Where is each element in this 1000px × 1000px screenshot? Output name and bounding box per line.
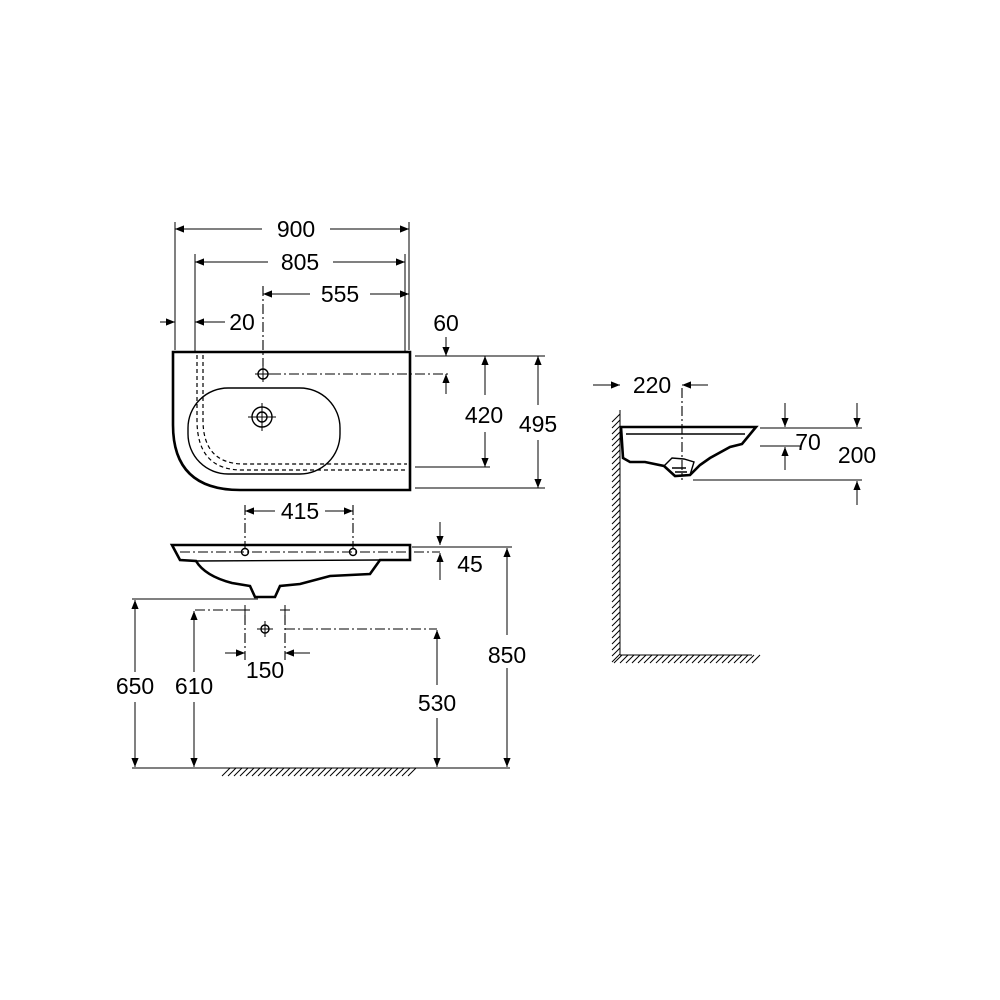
dim-415-label: 415 bbox=[281, 498, 319, 524]
dim-900-label: 900 bbox=[277, 216, 315, 242]
front-basin-outline bbox=[169, 543, 412, 599]
waste-markers bbox=[240, 605, 290, 637]
dim-200-label: 200 bbox=[838, 442, 876, 468]
dim-420-label: 420 bbox=[465, 402, 503, 428]
dim-610-label: 610 bbox=[175, 673, 213, 699]
dim-805-label: 805 bbox=[281, 249, 319, 275]
dim-60-label: 60 bbox=[433, 310, 459, 336]
dim-650-label: 650 bbox=[116, 673, 154, 699]
plan-outline bbox=[171, 350, 412, 492]
wall-hatch bbox=[611, 413, 621, 663]
side-waste bbox=[663, 457, 695, 476]
plan-inner-rim-dashed-2 bbox=[202, 355, 407, 465]
front-view: 415 45 150 650 bbox=[116, 498, 526, 777]
side-floor-hatch bbox=[613, 654, 761, 664]
dim-555-label: 555 bbox=[321, 281, 359, 307]
dim-45-label: 45 bbox=[457, 551, 483, 577]
dim-150-label: 150 bbox=[246, 657, 284, 683]
plan-bowl bbox=[187, 387, 341, 475]
dim-495-label: 495 bbox=[519, 411, 557, 437]
front-bowl-line bbox=[195, 559, 381, 562]
plan-view: 900 805 555 20 60 420 495 bbox=[160, 216, 557, 492]
dim-70-label: 70 bbox=[795, 429, 821, 455]
dim-530-label: 530 bbox=[418, 690, 456, 716]
side-view: 220 70 200 bbox=[593, 372, 876, 664]
floor-hatch bbox=[221, 767, 417, 777]
dim-220-label: 220 bbox=[633, 372, 671, 398]
plan-inner-rim-dashed bbox=[196, 355, 407, 471]
dim-850-label: 850 bbox=[488, 642, 526, 668]
dim-20-label: 20 bbox=[229, 309, 255, 335]
